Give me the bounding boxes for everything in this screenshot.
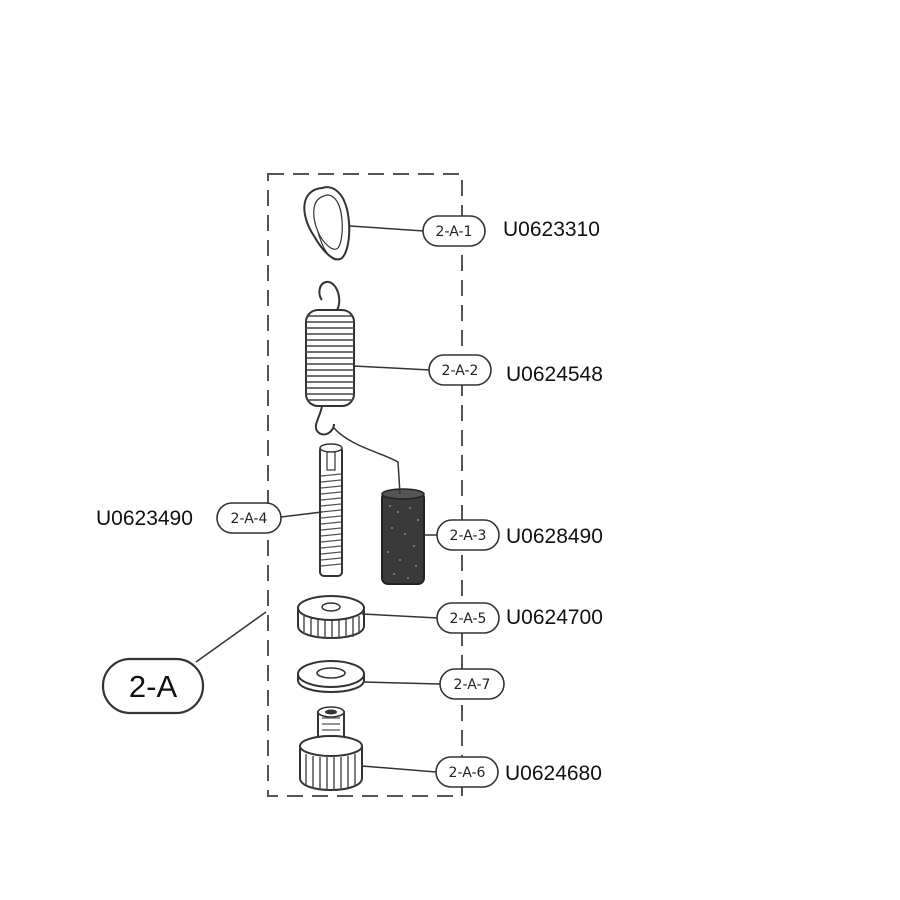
leader-lines xyxy=(195,225,441,773)
callout-2-A-6: 2-A-6 xyxy=(435,756,499,788)
wire-loop-icon xyxy=(303,186,351,261)
callout-label: 2-A-7 xyxy=(454,677,491,693)
tension-spring-icon xyxy=(305,280,355,436)
callout-2-A-4: 2-A-4 xyxy=(216,502,282,534)
leader-group xyxy=(195,611,267,663)
callout-label: 2-A-6 xyxy=(449,765,486,781)
threaded-rod-icon xyxy=(319,443,343,577)
felt-cylinder-icon xyxy=(381,488,425,585)
leader-2-A-6 xyxy=(361,765,437,773)
leader-2-A-1 xyxy=(349,225,425,232)
part-number: U0624680 xyxy=(505,762,602,785)
part-number: U0624548 xyxy=(506,363,603,386)
group-boundary xyxy=(267,173,463,797)
part-number: U0624700 xyxy=(506,606,603,629)
washer-icon xyxy=(297,660,365,693)
part-number: U0628490 xyxy=(506,525,603,548)
leader-2-A-5 xyxy=(361,613,439,619)
callout-label: 2-A-4 xyxy=(231,511,268,527)
leader-2-A-4 xyxy=(280,511,323,518)
callout-2-A-2: 2-A-2 xyxy=(428,354,492,386)
knurled-nut-icon xyxy=(297,595,365,639)
callout-2-A-7: 2-A-7 xyxy=(439,668,505,700)
callout-label: 2-A-2 xyxy=(442,363,479,379)
callout-2-A-1: 2-A-1 xyxy=(422,215,486,247)
group-label-text: 2-A xyxy=(129,669,178,704)
group-label: 2-A xyxy=(101,657,205,715)
callout-label: 2-A-3 xyxy=(450,528,487,544)
callout-2-A-3: 2-A-3 xyxy=(436,519,500,551)
part-number: U0623310 xyxy=(503,218,600,241)
knurled-knob-icon xyxy=(299,706,363,791)
leader-2-A-3-spring xyxy=(333,427,401,495)
part-number: U0623490 xyxy=(96,507,193,530)
leader-2-A-2 xyxy=(353,365,431,371)
callout-label: 2-A-1 xyxy=(436,224,473,240)
callout-2-A-5: 2-A-5 xyxy=(436,602,500,634)
leader-2-A-7 xyxy=(363,681,441,685)
callout-label: 2-A-5 xyxy=(450,611,487,627)
